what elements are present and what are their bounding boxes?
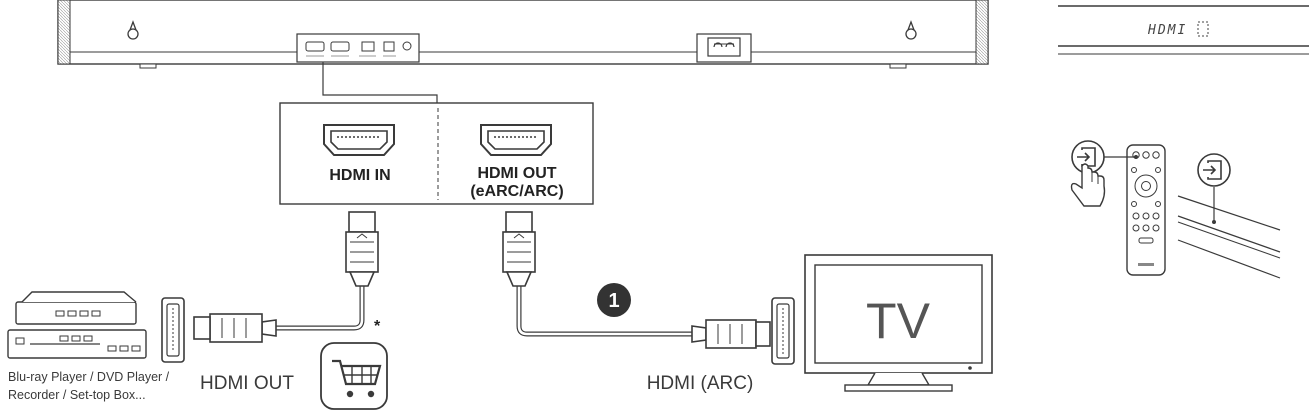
asterisk-note: * xyxy=(374,318,381,335)
hdmi-cable-player xyxy=(193,211,379,343)
hdmi-out-sublabel: (eARC/ARC) xyxy=(470,183,563,200)
tv: TV xyxy=(771,254,993,392)
player-port-label: HDMI OUT xyxy=(200,373,294,394)
hand-pointer-icon xyxy=(1070,163,1106,207)
leader-line xyxy=(322,62,438,103)
wall-mount-hole-right xyxy=(905,20,917,40)
hdmi-in-port-icon xyxy=(323,124,395,156)
soundbar-side-view xyxy=(1177,187,1281,279)
step-number: 1 xyxy=(608,290,619,312)
player-caption-line1: Blu-ray Player / DVD Player / xyxy=(8,370,170,384)
player-caption-line2: Recorder / Set-top Box... xyxy=(8,388,146,402)
shopping-cart-icon xyxy=(320,342,388,410)
hdmi-out-port-icon xyxy=(480,124,552,156)
tv-port-label: HDMI (ARC) xyxy=(647,373,754,394)
rear-connector-panel xyxy=(296,33,420,63)
tv-screen-text: TV xyxy=(866,293,931,349)
display-text: HDMI xyxy=(1147,23,1187,38)
soundbar-display: HDMI xyxy=(1058,5,1309,55)
remote-control xyxy=(1104,144,1166,276)
soundbar xyxy=(57,0,989,69)
hdmi-in-label: HDMI IN xyxy=(329,167,390,184)
hdmi-out-label: HDMI OUT xyxy=(477,165,556,182)
step-badge: 1 xyxy=(597,283,631,317)
power-connector xyxy=(696,33,752,63)
ports-zoom-panel: HDMI IN HDMI OUT (eARC/ARC) xyxy=(279,102,594,205)
blu-ray-player xyxy=(7,291,185,363)
hdmi-cable-tv xyxy=(502,211,771,349)
input-source-icon-soundbar xyxy=(1197,153,1231,187)
wall-mount-hole-left xyxy=(127,20,139,40)
